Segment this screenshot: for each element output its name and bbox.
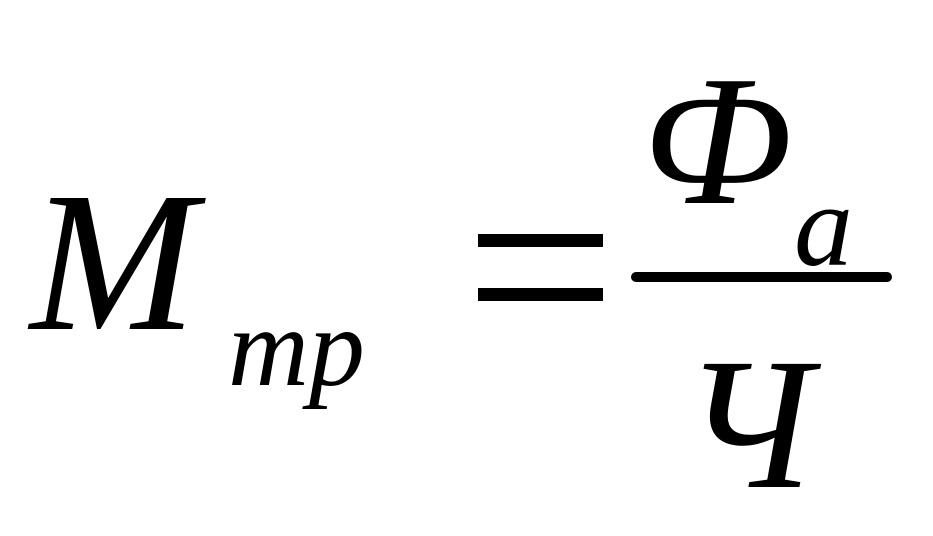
equals-bottom-bar [478,288,603,301]
fraction-bar [631,272,892,282]
denominator-symbol: Ч [683,319,813,528]
lhs-subscript: тр [228,286,365,410]
numerator-subscript: а [794,160,853,291]
lhs-symbol: M [30,152,197,373]
numerator-symbol: Ф [642,38,792,244]
equals-top-bar [478,234,603,247]
